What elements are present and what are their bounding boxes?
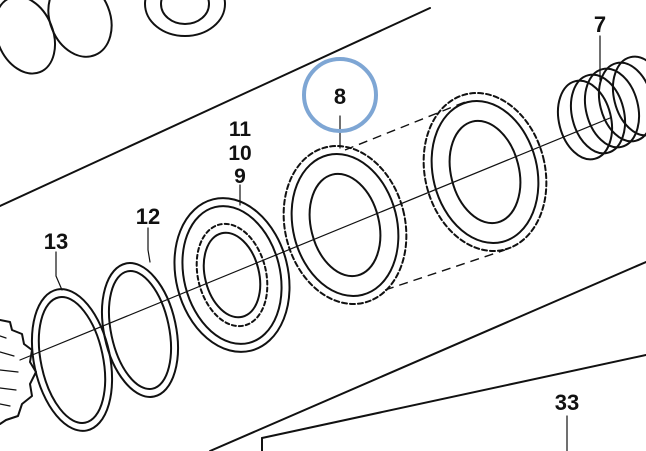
snap-ring-13-inner	[37, 296, 107, 424]
splined-disc-9	[173, 197, 291, 353]
gear-hub-teeth	[0, 319, 37, 425]
callout-10: 10	[228, 142, 251, 165]
callout-12: 12	[136, 204, 160, 229]
spring-pack-7	[556, 55, 646, 161]
callout-9: 9	[234, 165, 246, 188]
friction-plate-b-outer-teeth	[422, 92, 548, 252]
callout-8: 8	[334, 84, 346, 109]
bearing-inner	[160, 0, 210, 25]
friction-plate-8-bore	[308, 172, 382, 278]
friction-plate-8	[282, 145, 408, 305]
ring-12-inner	[108, 270, 172, 390]
callout-33: 33	[555, 390, 579, 415]
callout-11: 11	[229, 118, 252, 141]
leader-13	[55, 251, 63, 291]
assembly-dash-lines	[344, 99, 506, 291]
spring-coil-5	[611, 55, 646, 137]
dash-line-bottom	[384, 249, 506, 291]
housing-upper-edge	[0, 7, 431, 207]
spring-coil-2	[569, 73, 627, 155]
gear-hub	[0, 319, 37, 425]
spring-coil-3	[583, 67, 641, 149]
friction-plate-b-bore	[448, 119, 522, 225]
ring-12	[101, 262, 179, 398]
ring-12-outer	[101, 262, 179, 398]
housing-lower-edge	[209, 261, 646, 451]
leader-12	[147, 227, 151, 263]
gear-hub-ridges	[0, 335, 19, 407]
friction-plate-b-rim	[430, 100, 540, 244]
housing-bottom-edge	[261, 354, 646, 439]
callout-7: 7	[594, 12, 606, 37]
friction-plate-8-rim	[290, 153, 400, 297]
leader-lines	[55, 35, 601, 451]
callout-13: 13	[44, 229, 68, 254]
partial-ring-a	[0, 0, 56, 75]
splined-disc-outer	[173, 197, 291, 353]
spring-coil-4	[597, 61, 646, 143]
top-left-components	[0, 0, 226, 75]
spring-coil-1	[556, 79, 614, 161]
partial-ring-b	[47, 0, 113, 58]
splined-disc-teeth	[195, 222, 269, 328]
highlight-circle-part-8	[302, 57, 378, 133]
friction-plate-pair-b	[422, 92, 548, 252]
shaft-axis	[19, 117, 611, 361]
housing-outline	[0, 7, 646, 451]
splined-disc-bore	[202, 231, 262, 319]
friction-plate-8-outer-teeth	[282, 145, 408, 305]
dash-line-top	[344, 99, 471, 151]
bearing-outer	[144, 0, 226, 37]
splined-disc-rim	[181, 205, 283, 345]
